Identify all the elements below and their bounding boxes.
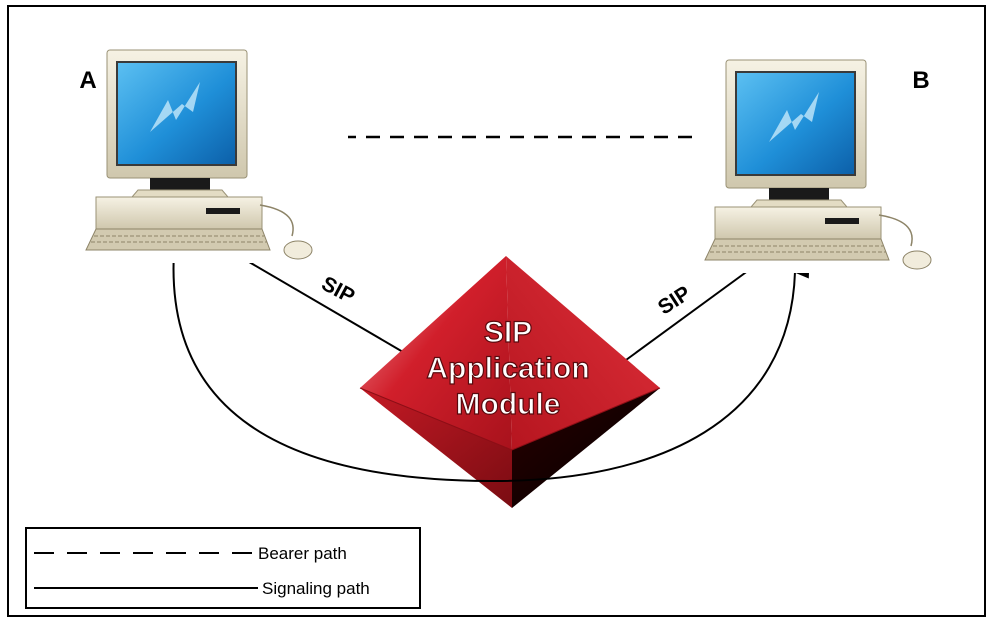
legend-bearer-label: Bearer path [258, 544, 347, 563]
module-label-line2: Application [426, 352, 589, 385]
legend: Bearer path Signaling path [25, 527, 421, 609]
node-a-label: A [79, 67, 96, 94]
sip-application-module: SIP Application Module [359, 256, 661, 508]
module-label-line3: Module [456, 388, 561, 421]
signaling-path-curve [172, 251, 810, 483]
outer-frame [7, 5, 986, 617]
computer-b-icon [700, 48, 960, 273]
legend-box [25, 527, 421, 609]
module-label-line1: SIP [484, 316, 532, 349]
computer-a-icon [78, 38, 348, 263]
signaling-line-module-b [625, 261, 761, 361]
legend-signaling-label: Signaling path [262, 579, 370, 598]
signaling-line-a-module [231, 251, 404, 353]
node-b-label: B [912, 67, 929, 94]
sip-label-left: SIP [318, 272, 359, 308]
